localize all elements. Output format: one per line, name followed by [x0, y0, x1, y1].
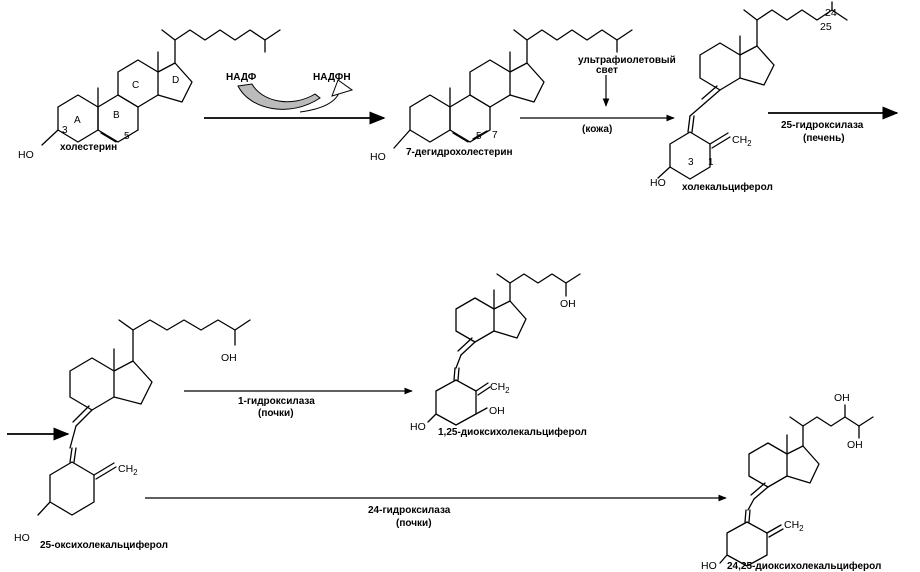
uv-label-line2: свет: [596, 65, 618, 76]
oxycholecalciferol-ch2-label: CH2: [118, 463, 138, 477]
cholecalciferol-ch2-label: CH2: [732, 134, 752, 148]
kidney1-label: (почки): [258, 408, 294, 419]
dehydrocholesterol-structure: [393, 29, 633, 149]
ring-d-label: D: [172, 75, 179, 86]
oxycholecalciferol-oh-label: OH: [221, 352, 237, 364]
hydroxylase25-label: 25-гидроксилаза: [781, 120, 864, 131]
nadp-curved-arrow: [237, 79, 354, 113]
oxycholecalciferol-label: 25-оксихолекальциферол: [40, 539, 168, 551]
double-bond: [100, 132, 117, 143]
dihydroxy2425-oh25-label: OH: [847, 439, 863, 451]
dehydro-ho-label: HO: [370, 151, 386, 163]
skin-label: (кожа): [582, 124, 612, 135]
dihydroxy125-ho-label: HO: [410, 421, 426, 433]
cholecalciferol-ho-label: HO: [650, 177, 666, 189]
dihydroxy2425-ho-label: HO: [701, 560, 717, 572]
cholecalciferol-label: холекальциферол: [682, 181, 773, 193]
dihydroxy125-oh1-label: OH: [489, 405, 505, 417]
cholesterol-label: холестерин: [60, 142, 117, 153]
dehydrocholesterol-label: 7-дегидрохолестерин: [406, 147, 513, 158]
kidney24-label: (почки): [396, 518, 432, 529]
dihydroxy2425-label: 24,25-диоксихолекальциферол: [727, 560, 881, 572]
cholecalciferol-structure: [657, 1, 848, 180]
dihydroxy2425-ch2-label: CH2: [784, 519, 804, 533]
uv-label-line1: ультрафиолетовый: [578, 54, 676, 66]
liver-label: (печень): [803, 133, 845, 144]
cholecalciferol-c1-label: 1: [708, 157, 714, 168]
hydroxylase24-label: 24-гидроксилаза: [368, 505, 451, 516]
cholecalciferol-c3-label: 3: [688, 157, 694, 168]
dihydroxy125-ch2-label: CH2: [490, 381, 510, 395]
dihydroxy-2425-structure: [719, 404, 874, 567]
ring-b-label: B: [113, 110, 120, 121]
dehydro-c5-label: 5: [476, 131, 482, 142]
cholesterol-ho-label: HO: [18, 149, 34, 161]
cholesterol-c5-label: 5: [124, 131, 130, 142]
ring-c-label: C: [132, 80, 139, 91]
dihydroxy-125-structure: [427, 273, 581, 426]
dihydroxy125-label: 1,25-диоксихолекальциферол: [438, 426, 587, 438]
cholesterol-structure: [41, 29, 281, 146]
nadph-label: НАДФН: [313, 72, 351, 83]
oxycholecalciferol-structure: [37, 319, 251, 516]
hydroxylase1-label: 1-гидроксилаза: [238, 396, 315, 407]
dihydroxy125-oh25-label: OH: [560, 298, 576, 310]
dehydro-c7-label: 7: [492, 130, 498, 141]
cholecalciferol-c24-label: 24: [825, 7, 837, 19]
cholesterol-c3-label: 3: [62, 125, 68, 136]
nadp-label: НАДФ: [226, 72, 257, 83]
dihydroxy2425-oh24-label: OH: [834, 392, 850, 404]
ring-a-label: A: [74, 115, 81, 126]
cholecalciferol-c25-label: 25: [820, 21, 832, 33]
oxycholecalciferol-ho-label: HO: [14, 532, 30, 544]
